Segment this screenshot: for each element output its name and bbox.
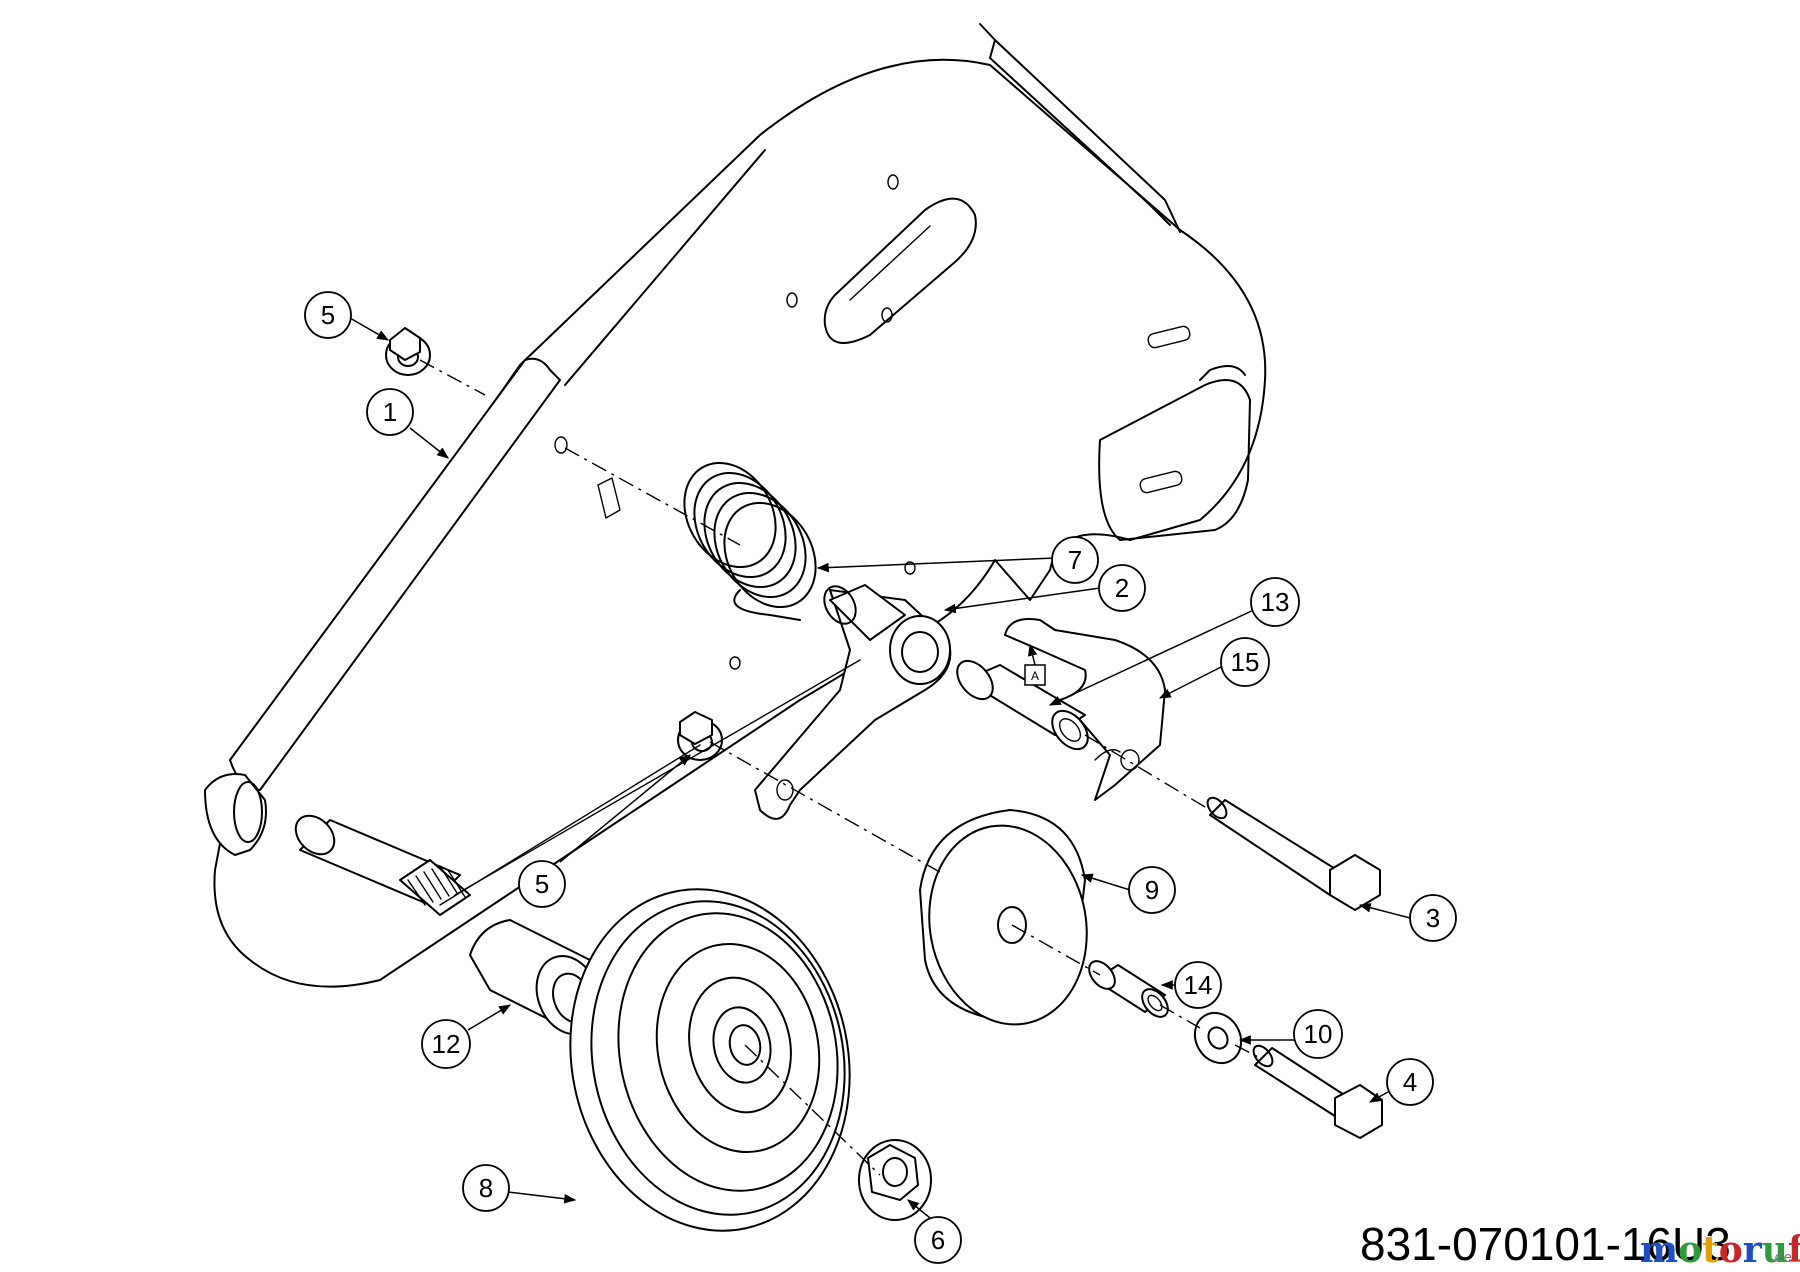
svg-text:8: 8	[479, 1173, 493, 1203]
torsion-spring	[683, 461, 817, 621]
svg-text:1: 1	[383, 397, 397, 427]
callout-10: 10	[1293, 1009, 1343, 1059]
svg-text:3: 3	[1426, 903, 1440, 933]
spacer-13	[956, 659, 1089, 751]
bolt-long	[1206, 796, 1381, 911]
callout-3: 3	[1409, 894, 1457, 942]
svg-text:7: 7	[1068, 545, 1082, 575]
svg-text:15: 15	[1231, 647, 1260, 677]
idler-arm	[754, 584, 952, 820]
callout-13: 13	[1250, 577, 1300, 627]
svg-text:2: 2	[1115, 573, 1129, 603]
callout-4: 4	[1386, 1058, 1434, 1106]
v-pulley	[569, 888, 851, 1232]
svg-text:A: A	[1031, 669, 1039, 683]
callout-7: 7	[1051, 536, 1099, 584]
svg-text:10: 10	[1304, 1019, 1333, 1049]
callout-12: 12	[421, 1019, 471, 1069]
svg-text:14: 14	[1184, 970, 1213, 1000]
callout-6: 6	[914, 1216, 962, 1264]
svg-text:5: 5	[535, 869, 549, 899]
svg-text:5: 5	[321, 300, 335, 330]
svg-text:12: 12	[432, 1029, 461, 1059]
watermark-letter: o	[1678, 1229, 1702, 1271]
watermark-letter: f	[1788, 1229, 1800, 1271]
watermark-suffix: .de	[1770, 1250, 1792, 1266]
callout-5-mid: 5	[518, 860, 566, 908]
callout-9: 9	[1128, 866, 1176, 914]
shaft	[294, 814, 471, 916]
svg-text:9: 9	[1145, 875, 1159, 905]
bracket-plate	[204, 23, 1267, 988]
watermark-letter: m	[1640, 1229, 1678, 1271]
flange-nut-top	[385, 327, 431, 376]
watermark-letter: u	[1762, 1229, 1788, 1271]
svg-text:13: 13	[1261, 587, 1290, 617]
spacer-14	[1088, 960, 1169, 1018]
svg-text:4: 4	[1403, 1067, 1417, 1097]
watermark-logo: motoruf .de	[1640, 1229, 1800, 1271]
washer	[1193, 1011, 1243, 1065]
detail-flag: A	[1024, 643, 1046, 686]
callout-15: 15	[1220, 637, 1270, 687]
part-number: 831-070101-16U3	[1360, 1218, 1731, 1270]
callout-2: 2	[1098, 564, 1146, 612]
callout-1: 1	[366, 388, 414, 436]
callout-5-top: 5	[304, 291, 352, 339]
hex-nut	[858, 1139, 932, 1221]
svg-text:6: 6	[931, 1225, 945, 1255]
leader-lines	[349, 317, 1411, 1219]
watermark-letter: o	[1719, 1229, 1743, 1271]
watermark-letter: t	[1702, 1229, 1719, 1271]
callout-8: 8	[462, 1164, 510, 1212]
callout-14: 14	[1174, 961, 1222, 1009]
bracket	[1004, 618, 1166, 801]
flange-nut-mid	[677, 711, 723, 761]
idler-pulley-flat	[919, 809, 1088, 1026]
watermark-letter: r	[1743, 1229, 1763, 1271]
centre-lines	[419, 359, 1261, 1176]
svg-text:motoruf: motoruf	[1640, 1229, 1800, 1271]
